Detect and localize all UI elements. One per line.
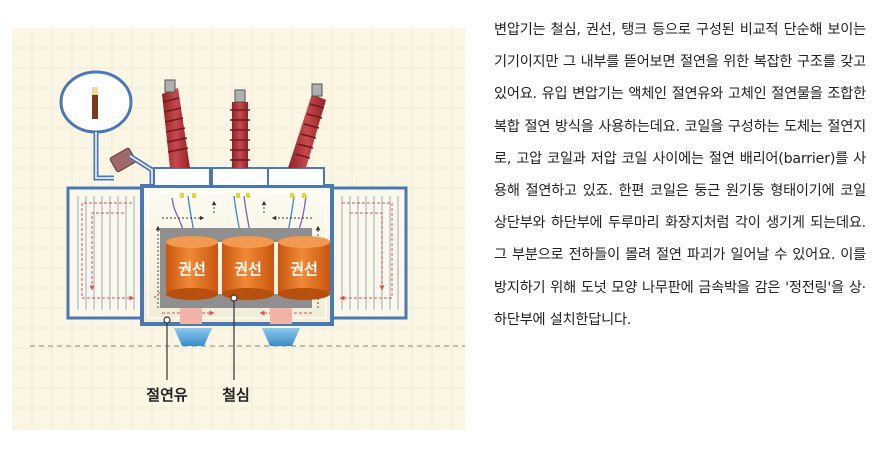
coil-label-1: 권선 bbox=[178, 260, 206, 278]
callout-pointers bbox=[163, 294, 238, 380]
coil-3 bbox=[278, 236, 330, 300]
article-body: 변압기는 철심, 권선, 탱크 등으로 구성된 비교적 단순해 보이는 기기이지… bbox=[494, 14, 866, 336]
lead-terminals bbox=[180, 193, 306, 198]
transformer-illustration: 권선 권선 권선 절연유 철심 bbox=[12, 28, 465, 430]
core-supports bbox=[180, 308, 292, 324]
article-paragraph: 변압기는 철심, 권선, 탱크 등으로 구성된 비교적 단순해 보이는 기기이지… bbox=[494, 22, 866, 328]
coil-1 bbox=[166, 236, 218, 300]
right-radiator bbox=[330, 186, 408, 320]
callout-core: 철심 bbox=[222, 386, 250, 404]
left-radiator bbox=[66, 186, 144, 320]
buchholz-relay bbox=[109, 147, 155, 188]
bushing-right bbox=[267, 83, 326, 187]
tank-feet bbox=[174, 328, 300, 346]
callout-oil: 절연유 bbox=[146, 386, 188, 404]
coil-label-3: 권선 bbox=[290, 260, 318, 278]
coil-label-2: 권선 bbox=[234, 260, 262, 278]
transformer-diagram: 권선 권선 권선 절연유 철심 bbox=[12, 28, 465, 430]
conservator-gauge bbox=[59, 70, 133, 181]
bushing-left bbox=[153, 79, 211, 187]
bushing-center bbox=[211, 89, 269, 187]
